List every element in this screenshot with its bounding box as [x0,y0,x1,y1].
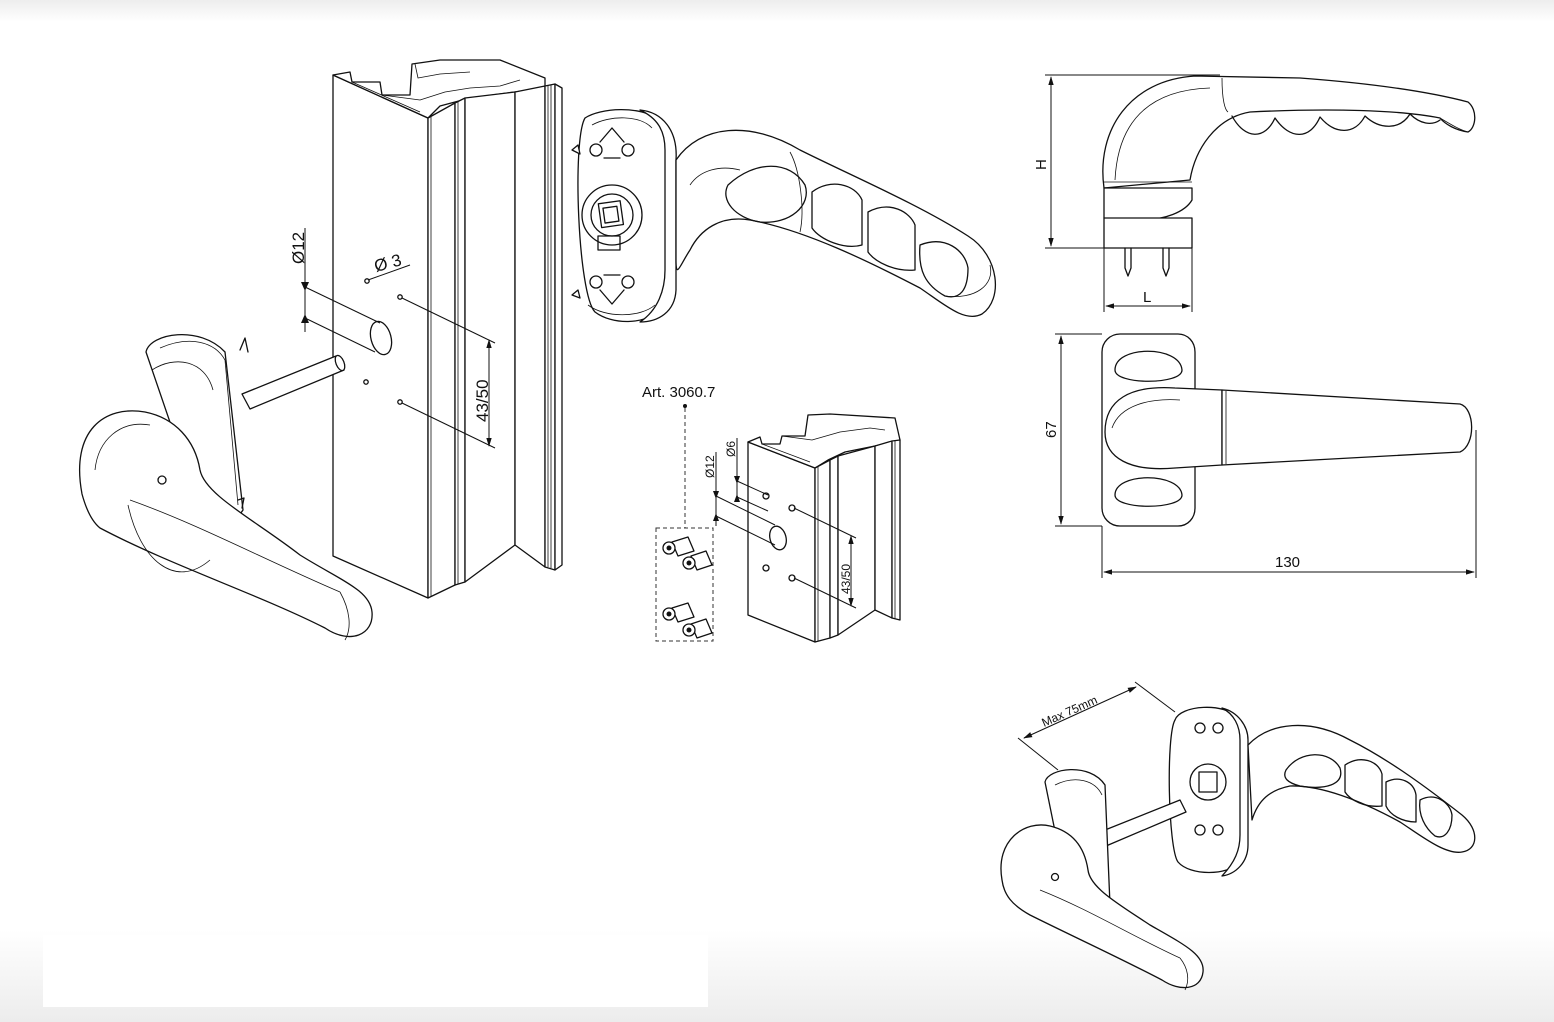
threaded-insert [662,536,695,557]
threaded-insert [682,550,713,571]
dimension-insert-spacing: 43/50 [793,507,857,609]
label-height: H [1033,159,1050,170]
bottom-white-panel [43,935,708,1007]
dimension-overall-length: 130 [1101,430,1477,578]
window-profile-large [332,59,563,599]
dimension-max-thickness: Max 75mm [1017,681,1176,771]
threaded-insert [662,602,695,623]
handle-side-view [1102,75,1476,277]
dimension-plate-height: 67 [1043,333,1102,527]
label-insert-spacing: 43/50 [839,564,853,594]
dimension-insert-diameters: Ø6 Ø12 [703,438,776,546]
spindle-left [241,354,346,410]
label-insert-small-diameter: Ø6 [724,441,738,457]
dimension-hole-diameter: Ø12 [289,228,381,353]
article-callout: Art. 3060.7 [642,384,715,528]
handle-set-assembled [1000,706,1476,991]
window-profile-small [747,413,901,643]
label-hole-spacing: 43/50 [473,379,492,422]
dimension-hole-spacing: 43/50 [401,297,496,449]
dimension-length: L [1103,248,1193,312]
label-length: L [1143,289,1151,306]
label-max-thickness: Max 75mm [1040,693,1100,730]
dimension-height: H [1033,74,1220,249]
label-overall-length: 130 [1275,554,1300,571]
threaded-inserts-box [655,527,714,642]
handle-front-left [78,333,373,641]
label-article-ref: Art. 3060.7 [642,384,715,401]
top-edge-shade [0,0,1554,22]
label-plate-height: 67 [1043,421,1060,438]
handle-top-view [1101,333,1473,527]
handle-rear-rosette [571,108,996,323]
threaded-insert [682,618,713,639]
label-insert-large-diameter: Ø12 [703,455,717,478]
label-hole-large-diameter: Ø12 [289,232,308,264]
